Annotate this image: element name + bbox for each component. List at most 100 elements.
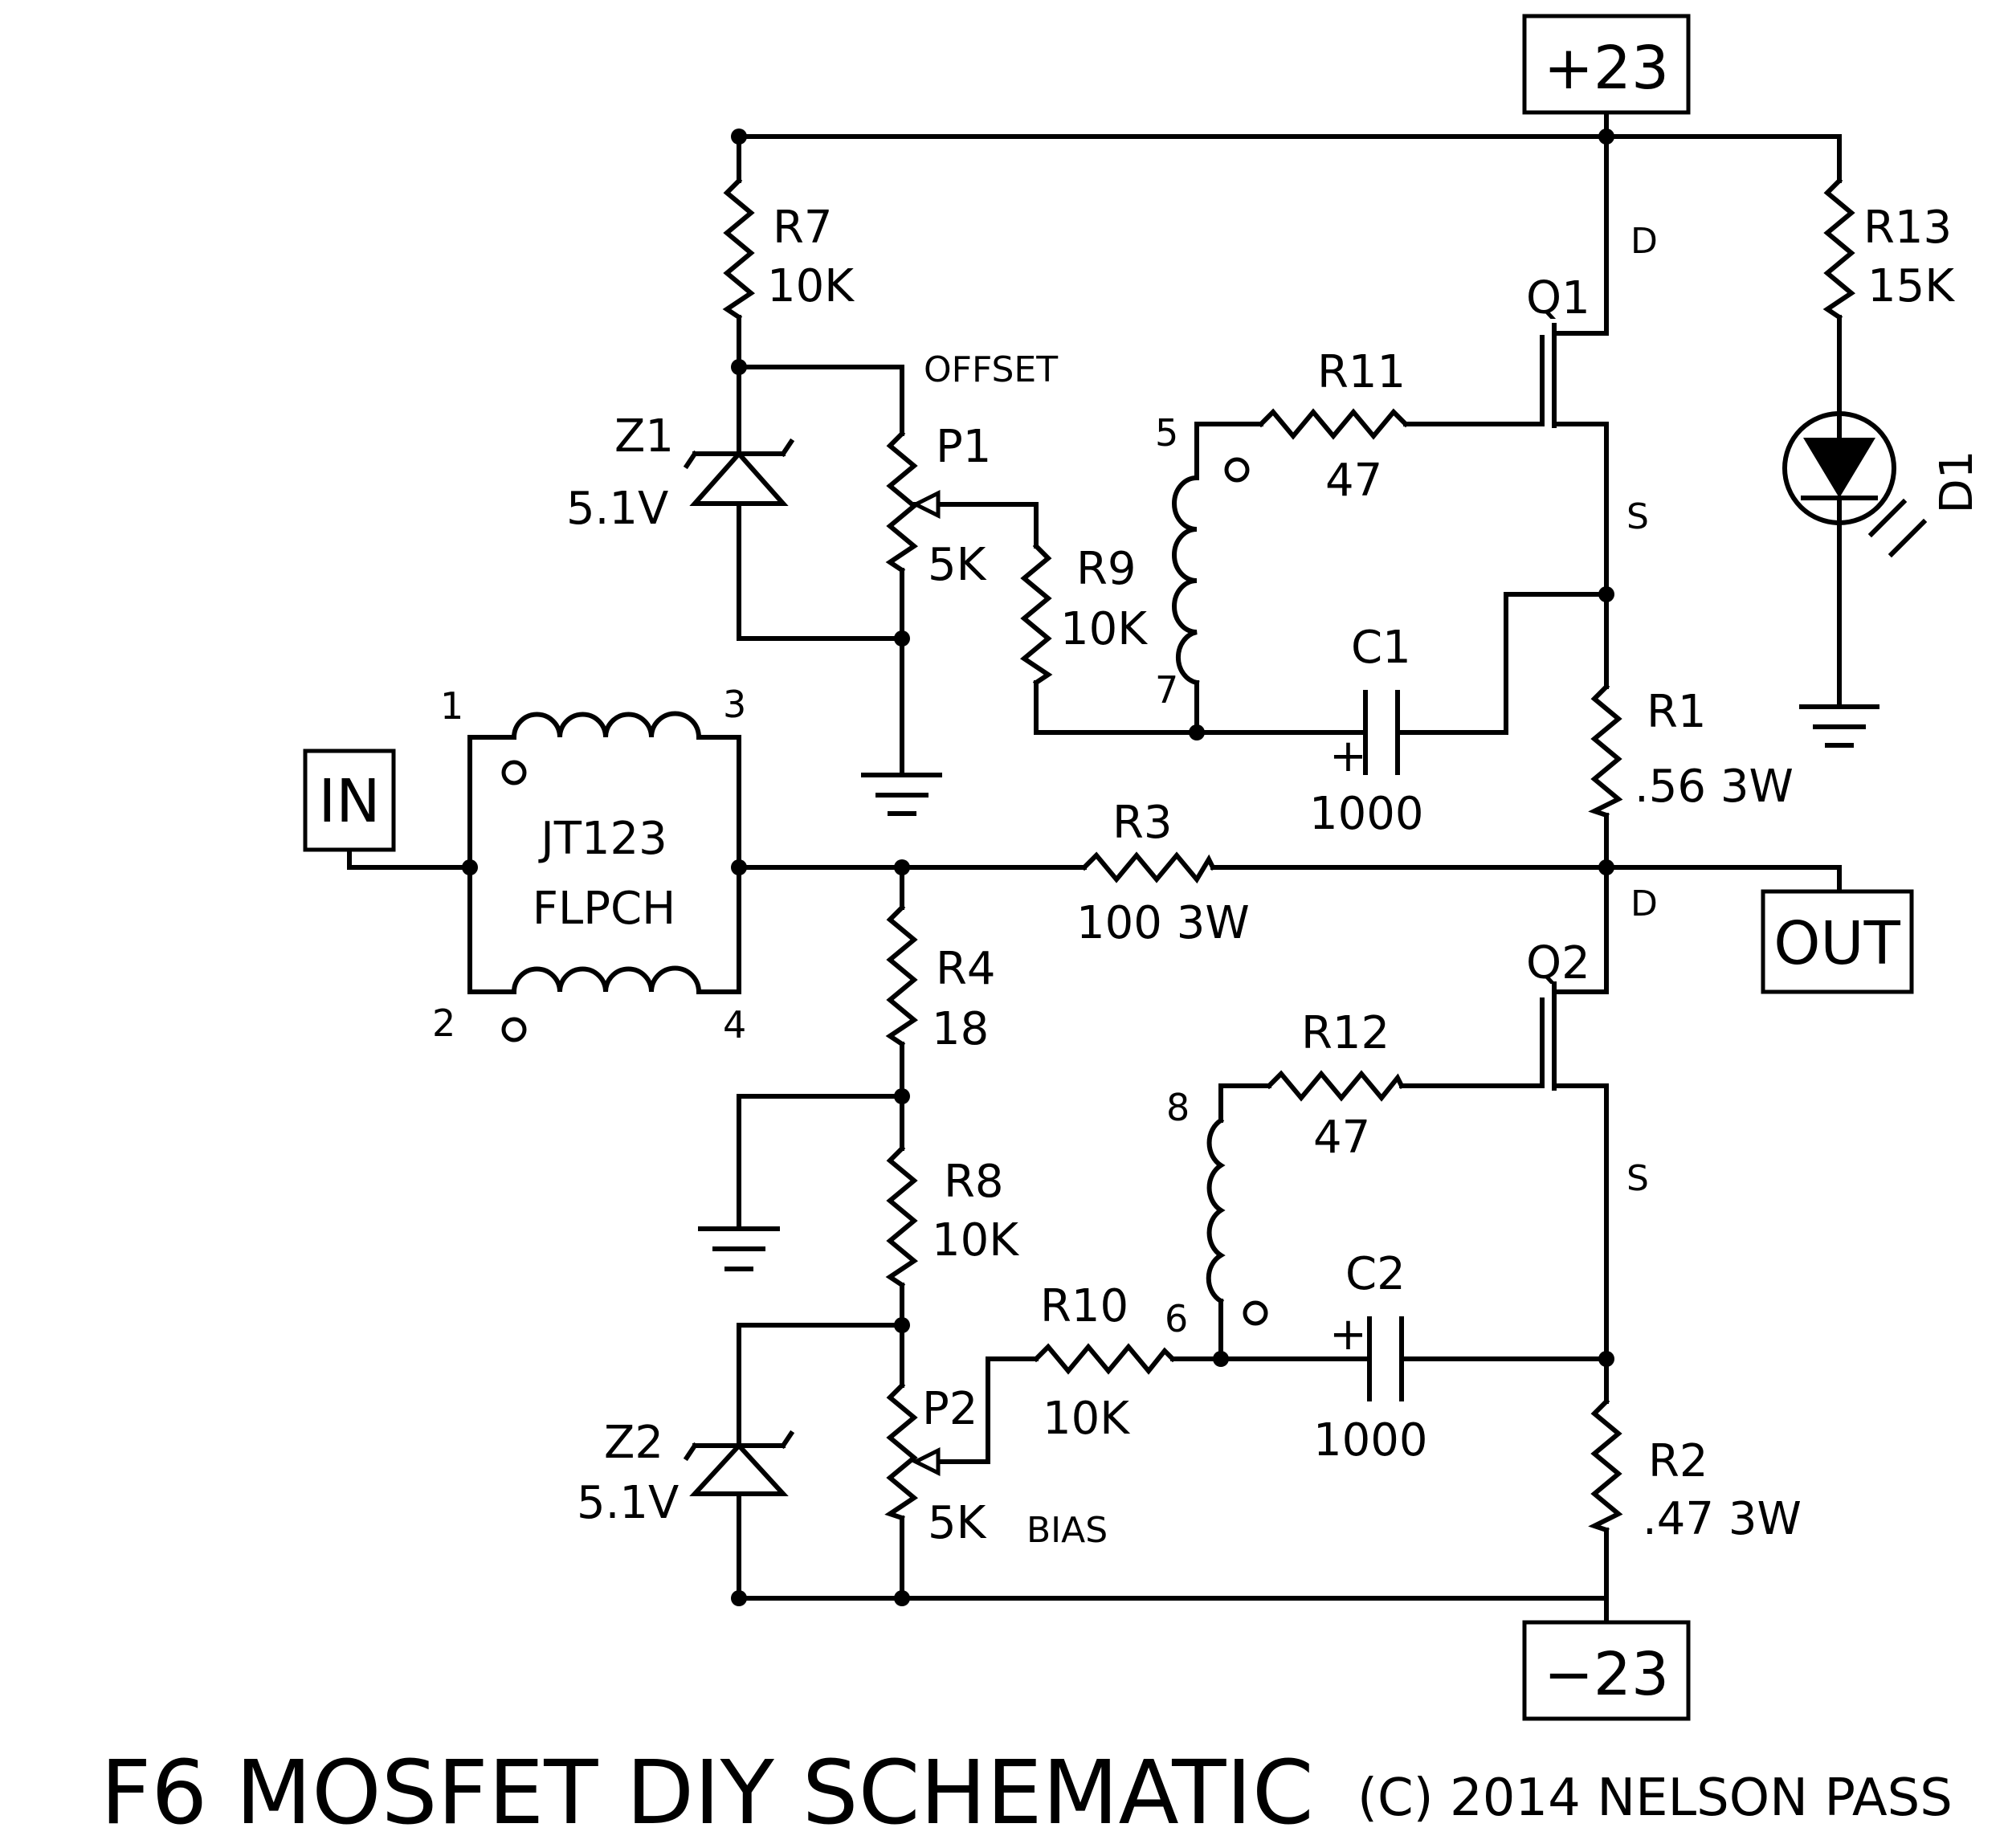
junction-dot bbox=[731, 359, 747, 375]
capacitor-c2-icon bbox=[1367, 1316, 1404, 1401]
c2-polarity: + bbox=[1329, 1308, 1367, 1361]
copyright-credit: (C) 2014 NELSON PASS bbox=[1357, 1768, 1953, 1828]
r1-value: .56 3W bbox=[1635, 761, 1794, 813]
resistor-r9-icon bbox=[1019, 542, 1053, 687]
positive-rail-box bbox=[1522, 14, 1691, 115]
mosfet-q1-icon bbox=[1540, 323, 1557, 428]
positive-rail-label: +23 bbox=[1544, 34, 1669, 103]
resistor-r2-icon bbox=[1588, 1397, 1623, 1533]
z1-value: 5.1V bbox=[566, 483, 668, 535]
q2-drain-label: D bbox=[1630, 883, 1658, 924]
q1-ref: Q1 bbox=[1526, 272, 1590, 324]
secondary-pin-5: 5 bbox=[1155, 411, 1178, 455]
resistor-r12-icon bbox=[1265, 1070, 1406, 1102]
r2-value: .47 3W bbox=[1643, 1493, 1802, 1545]
schematic-title: F6 MOSFET DIY SCHEMATIC bbox=[100, 1741, 1314, 1844]
phase-dot-icon bbox=[1243, 1300, 1268, 1326]
p2-value: 5K bbox=[928, 1497, 987, 1549]
r3-value: 100 3W bbox=[1076, 897, 1250, 949]
ground-icon bbox=[1799, 704, 1879, 748]
r10-value: 10K bbox=[1043, 1393, 1130, 1445]
c2-value: 1000 bbox=[1313, 1414, 1428, 1467]
junction-dot bbox=[894, 1590, 910, 1606]
transformer-name: JT123 bbox=[538, 813, 667, 865]
mosfet-q2-icon bbox=[1540, 981, 1557, 1091]
z2-value: 5.1V bbox=[577, 1477, 679, 1529]
phase-dot-icon bbox=[501, 760, 527, 785]
r10-ref: R10 bbox=[1040, 1280, 1128, 1332]
junction-dot bbox=[731, 859, 747, 875]
zeners bbox=[683, 438, 795, 1520]
q2-ref: Q2 bbox=[1526, 937, 1590, 989]
ground-icon bbox=[698, 1226, 780, 1271]
d1-ref: D1 bbox=[1931, 451, 1983, 514]
resistor-r11-icon bbox=[1257, 408, 1410, 440]
r11-ref: R11 bbox=[1317, 346, 1406, 398]
input-port-box bbox=[303, 749, 396, 852]
capacitor-c1-icon bbox=[1363, 690, 1400, 775]
transformer-type: FLPCH bbox=[533, 883, 675, 935]
junction-dot bbox=[1189, 724, 1205, 740]
negative-rail-box bbox=[1522, 1620, 1691, 1721]
p1-value: 5K bbox=[928, 539, 987, 591]
r11-value: 47 bbox=[1325, 455, 1382, 507]
r13-value: 15K bbox=[1867, 260, 1955, 312]
junction-dot bbox=[894, 1317, 910, 1333]
c1-ref: C1 bbox=[1351, 622, 1411, 674]
p2-wiper-arrow-icon bbox=[911, 1446, 941, 1477]
junction-dot bbox=[1598, 1351, 1614, 1367]
r12-value: 47 bbox=[1313, 1112, 1370, 1164]
negative-rail-label: −23 bbox=[1544, 1640, 1669, 1709]
p1-wiper-arrow-icon bbox=[911, 489, 941, 520]
led-d1-icon bbox=[1782, 411, 1928, 558]
junction-dot bbox=[1598, 129, 1614, 145]
z2-ref: Z2 bbox=[604, 1417, 663, 1469]
r4-value: 18 bbox=[932, 1003, 989, 1055]
junction-dot bbox=[1213, 1351, 1229, 1367]
secondary-winding-top-icon bbox=[1172, 475, 1200, 686]
r9-ref: R9 bbox=[1076, 543, 1137, 595]
junction-dot bbox=[894, 859, 910, 875]
secondary-pin-6: 6 bbox=[1165, 1297, 1188, 1340]
junction-dot bbox=[894, 630, 910, 647]
resistor-r8-icon bbox=[885, 1144, 919, 1289]
potentiometer-p1-icon bbox=[885, 430, 919, 574]
r9-value: 10K bbox=[1060, 603, 1148, 655]
potentiometers bbox=[884, 430, 941, 1521]
secondary-windings bbox=[1172, 457, 1268, 1326]
r12-ref: R12 bbox=[1301, 1007, 1390, 1059]
junction-dot bbox=[1598, 586, 1614, 602]
transformer-pin-4: 4 bbox=[723, 1003, 746, 1046]
p2-ref: P2 bbox=[922, 1383, 977, 1435]
r1-ref: R1 bbox=[1647, 686, 1707, 738]
r8-value: 10K bbox=[932, 1214, 1019, 1267]
r8-ref: R8 bbox=[944, 1156, 1004, 1208]
resistor-r7-icon bbox=[722, 177, 756, 321]
output-label: OUT bbox=[1773, 909, 1900, 978]
resistor-r10-icon bbox=[1032, 1343, 1177, 1375]
p1-ref: P1 bbox=[936, 421, 991, 473]
transformer-jt123-icon bbox=[501, 711, 702, 1042]
secondary-winding-bottom-icon bbox=[1206, 1116, 1226, 1305]
resistor-r13-icon bbox=[1822, 177, 1856, 321]
phase-dot-icon bbox=[501, 1017, 527, 1042]
input-label: IN bbox=[318, 767, 380, 836]
r13-ref: R13 bbox=[1863, 202, 1952, 254]
junction-dot bbox=[731, 129, 747, 145]
junction-dot bbox=[1598, 859, 1614, 875]
r4-ref: R4 bbox=[936, 943, 996, 995]
capacitors bbox=[1363, 690, 1404, 1401]
output-port-box bbox=[1761, 889, 1914, 994]
resistor-r1-icon bbox=[1588, 683, 1623, 818]
r2-ref: R2 bbox=[1648, 1435, 1708, 1487]
r7-ref: R7 bbox=[773, 202, 833, 254]
z1-ref: Z1 bbox=[614, 410, 674, 463]
junctions bbox=[462, 129, 1614, 1606]
resistor-r4-icon bbox=[885, 904, 919, 1048]
zener-diode-z2-icon bbox=[683, 1430, 795, 1520]
junction-dot bbox=[462, 859, 478, 875]
secondary-pin-7: 7 bbox=[1155, 668, 1178, 712]
r3-ref: R3 bbox=[1112, 797, 1173, 849]
grounds bbox=[698, 704, 1879, 1271]
